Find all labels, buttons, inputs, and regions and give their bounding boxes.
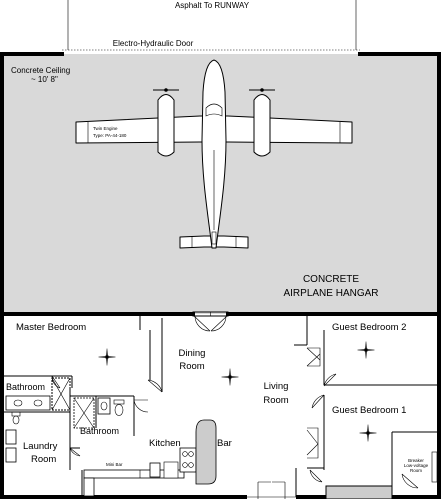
patio-window <box>325 485 393 499</box>
door-label: Electro-Hydraulic Door <box>113 39 194 48</box>
room-label-bathroom-center: Bathroom <box>80 426 119 436</box>
hangar-entry-doors <box>192 311 229 332</box>
ceiling-label-line2: ~ 10' 8" <box>31 75 58 84</box>
room-label-breaker-line2: Low-voltage <box>404 463 429 468</box>
room-label-dining-line1: Dining <box>179 348 206 359</box>
room-label-living-line2: Room <box>263 395 288 406</box>
ceiling-fan-icon <box>357 341 375 359</box>
hangar-walls <box>0 52 441 499</box>
room-label-mini-bar: Mini Bar <box>106 462 123 467</box>
room-label-bar: Bar <box>217 438 232 449</box>
ceiling-label-line1: Concrete Ceiling <box>11 66 70 75</box>
hangar-title-line2: AIRPLANE HANGAR <box>283 288 378 299</box>
room-label-dining-line2: Room <box>179 361 204 372</box>
runway-label: Asphalt To RUNWAY <box>175 1 250 10</box>
room-label-laundry-line1: Laundry <box>23 441 58 452</box>
room-label-guest-bedroom-2: Guest Bedroom 2 <box>332 322 406 333</box>
stove-icon <box>179 447 197 473</box>
kitchen-counters <box>83 462 185 497</box>
runway-area: Asphalt To RUNWAY <box>67 0 357 50</box>
room-label-kitchen: Kitchen <box>149 438 181 449</box>
room-labels: Master Bedroom Dining Room Living Room G… <box>6 322 429 473</box>
bathtub-icon <box>73 397 95 429</box>
room-label-breaker-line3: Room <box>410 468 422 473</box>
washer-dryer-icon <box>5 429 17 463</box>
sink-icon <box>97 397 111 415</box>
breaker-panel <box>431 451 438 483</box>
airplane-icon: Twin Engine Type: PA-44-180 <box>75 59 353 249</box>
airplane-label-line1: Twin Engine <box>93 126 118 131</box>
sink-icon <box>5 395 51 411</box>
door-swing-icon <box>51 347 419 489</box>
ceiling-fan-icon <box>98 348 116 366</box>
toilet-icon <box>113 399 125 416</box>
toilet-icon <box>11 411 21 425</box>
hangar-title-line1: CONCRETE <box>303 274 359 285</box>
room-label-master-bedroom: Master Bedroom <box>16 322 86 333</box>
ceiling-fan-icon <box>359 424 377 442</box>
airplane-label-line2: Type: PA-44-180 <box>93 133 127 138</box>
electro-hydraulic-door: Electro-Hydraulic Door <box>62 39 360 51</box>
bar-counter <box>163 419 217 485</box>
room-label-bathroom-master: Bathroom <box>6 382 45 392</box>
room-label-breaker-line1: Breaker <box>408 458 424 463</box>
bathtub-icon <box>51 377 71 411</box>
room-label-laundry-line2: Room <box>31 454 56 465</box>
ceiling-fan-icon <box>221 368 239 386</box>
interior-walls <box>2 314 439 497</box>
front-door <box>245 481 298 499</box>
room-label-living-line1: Living <box>264 381 289 392</box>
room-label-guest-bedroom-1: Guest Bedroom 1 <box>332 405 406 416</box>
